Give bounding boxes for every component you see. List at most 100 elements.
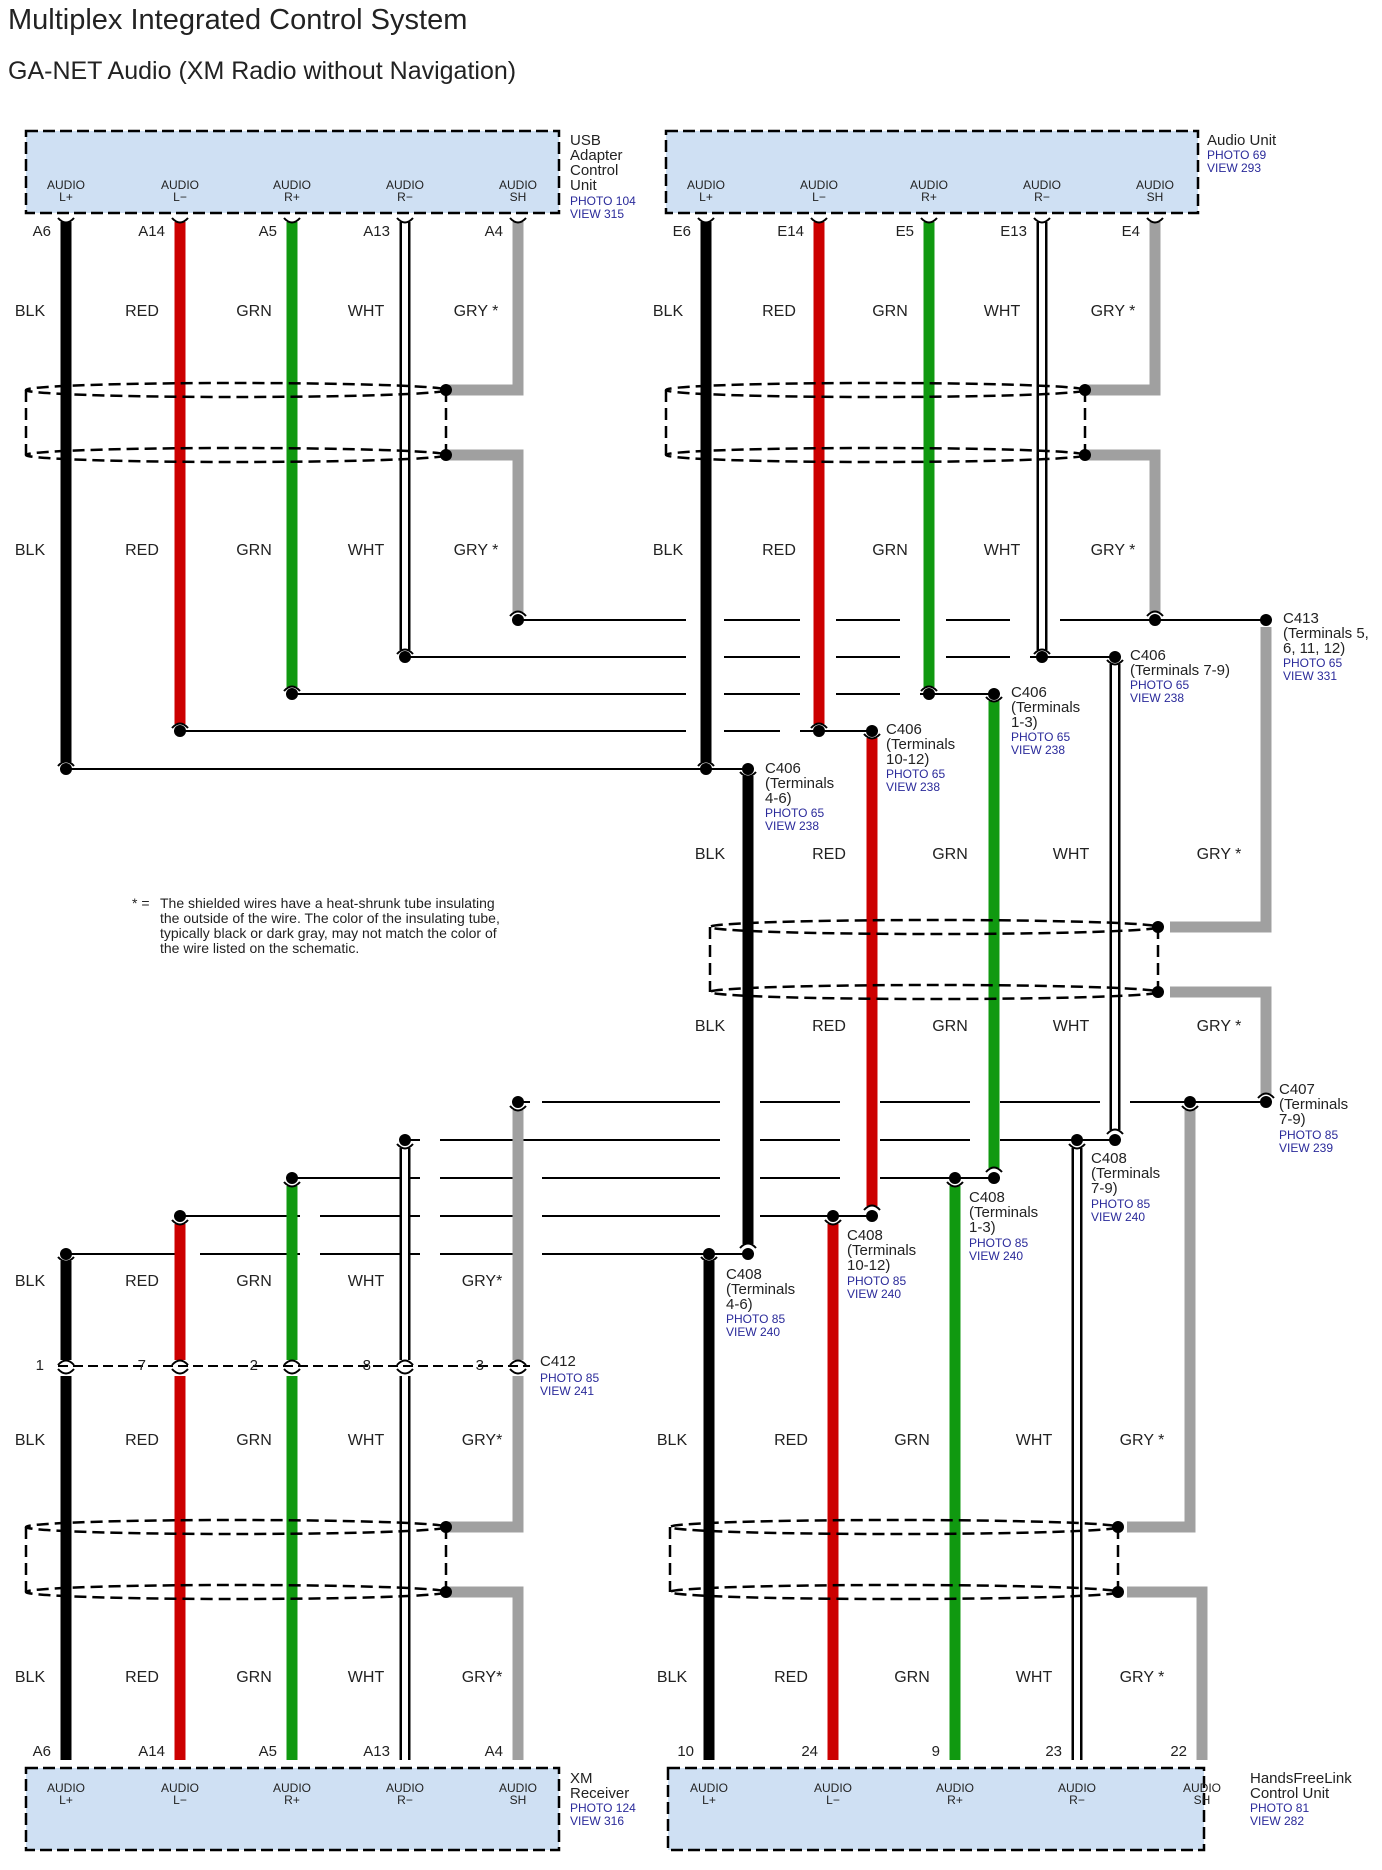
hfl-lower-color-1: RED <box>774 1669 808 1686</box>
xm-pin-0-audio: AUDIO <box>47 1781 85 1795</box>
c406a-terminals: (Terminals 7-9) <box>1130 662 1230 679</box>
xm-upper-color-4: GRY* <box>462 1273 503 1290</box>
usb-unit-line4: Unit <box>570 177 598 194</box>
hfl-gry-splice <box>1184 1096 1196 1108</box>
c412-photo: PHOTO 85 <box>540 1371 599 1385</box>
xm-blk-cap <box>57 1256 75 1263</box>
usb-lower-color-3: WHT <box>348 542 385 559</box>
audio-terminal-3: E13 <box>1000 223 1027 240</box>
c413-view: VIEW 331 <box>1283 669 1337 683</box>
c408c-name: C408 <box>847 1227 883 1244</box>
note-line-4: the wire listed on the schematic. <box>160 940 359 956</box>
c408a-terminals-2: 7-9) <box>1091 1180 1118 1197</box>
audio-pin-1-audio: AUDIO <box>800 178 838 192</box>
c412-terminal-0: 1 <box>36 1357 44 1374</box>
audio-upper-color-3: WHT <box>984 303 1021 320</box>
usb-unit-view: VIEW 315 <box>570 207 624 221</box>
xm-upper-color-3: WHT <box>348 1273 385 1290</box>
c408b-terminals-2: 1-3) <box>969 1219 996 1236</box>
usb-lower-color-4: GRY * <box>454 542 499 559</box>
xm-gry-splice <box>512 1096 524 1108</box>
audio-upper-color-1: RED <box>762 303 796 320</box>
usb-pin-1-audio: AUDIO <box>161 178 199 192</box>
c412-cap-bottom-0 <box>57 1368 75 1375</box>
c412-terminal-2: 2 <box>250 1357 258 1374</box>
hfl-shield-bottom <box>668 1583 1120 1601</box>
c406d-terminals-2: 4-6) <box>765 790 792 807</box>
c406b-terminals-1: (Terminals <box>1011 699 1080 716</box>
connector-c408-4-6-label: C408 (Terminals 4-6) PHOTO 85 VIEW 240 <box>726 1266 795 1339</box>
hfl-wht-splice <box>1071 1134 1083 1146</box>
xm-mid-color-4: GRY* <box>462 1432 503 1449</box>
pin-labels: AUDIOL+AUDIOL−AUDIOR+AUDIOR−AUDIOSHAUDIO… <box>47 178 1221 1807</box>
c406a-photo: PHOTO 65 <box>1130 678 1189 692</box>
usb-pin-2-name: R+ <box>284 190 300 204</box>
hfl-pin-4-name: SH <box>1194 1793 1211 1807</box>
c406b-name: C406 <box>1011 684 1047 701</box>
xm-shield-bottom <box>24 1583 448 1601</box>
c408d-view: VIEW 240 <box>726 1325 780 1339</box>
mid-shield-top <box>708 918 1160 936</box>
c407-name: C407 <box>1279 1081 1315 1098</box>
xm-receiver-line1: XM <box>570 1770 593 1787</box>
hfl-blk-splice <box>703 1248 715 1260</box>
connector-c413-label: C413 (Terminals 5, 6, 11, 12) PHOTO 65 V… <box>1283 610 1369 683</box>
hfl-pin-2-audio: AUDIO <box>936 1781 974 1795</box>
audio-grn-splice <box>923 688 935 700</box>
xm-blk-splice <box>60 1248 72 1260</box>
audio-unit-view: VIEW 293 <box>1207 161 1261 175</box>
xm-pin-2-name: R+ <box>284 1793 300 1807</box>
usb-wht-splice <box>399 651 411 663</box>
audio-unit: Audio Unit PHOTO 69 VIEW 293 <box>664 129 1277 215</box>
usb-upper-color-3: WHT <box>348 303 385 320</box>
c408b-dot <box>988 1172 1000 1184</box>
xm-terminal-4: A4 <box>485 1743 503 1760</box>
xm-pin-3-audio: AUDIO <box>386 1781 424 1795</box>
audio-red-end <box>810 722 828 729</box>
audio-pin-0-name: L+ <box>699 190 713 204</box>
hfl-pin-3-audio: AUDIO <box>1058 1781 1096 1795</box>
xm-terminal-1: A14 <box>138 1743 165 1760</box>
usb-pin-0-name: L+ <box>59 190 73 204</box>
hfl-wht-cap <box>1068 1143 1086 1150</box>
c412-terminal-4: 3 <box>476 1357 484 1374</box>
mid-upper-color-3: WHT <box>1053 846 1090 863</box>
usb-upper-color-0: BLK <box>15 303 46 320</box>
c412-cap-top-1 <box>171 1359 189 1366</box>
c412-cap-top-2 <box>283 1359 301 1366</box>
usb-blk-end <box>57 760 75 767</box>
c413-terminals-1: (Terminals 5, <box>1283 625 1369 642</box>
c408a-photo: PHOTO 85 <box>1091 1197 1150 1211</box>
connector-c407-label: C407 (Terminals 7-9) PHOTO 85 VIEW 239 <box>1279 1081 1348 1155</box>
hfl-pin-2-name: R+ <box>947 1793 963 1807</box>
xm-mid-color-2: GRN <box>236 1432 272 1449</box>
c407-terminals-1: (Terminals <box>1279 1096 1348 1113</box>
xm-lower-color-0: BLK <box>15 1669 46 1686</box>
hfl-terminal-4: 22 <box>1170 1743 1187 1760</box>
connector-c406-4-6-label: C406 (Terminals 4-6) PHOTO 65 VIEW 238 <box>765 760 834 833</box>
xm-gry-wire-bottom <box>446 1586 524 1760</box>
c412-terminal-1: 7 <box>138 1357 146 1374</box>
xm-lower-color-4: GRY* <box>462 1669 503 1686</box>
connector-c406-1-3-label: C406 (Terminals 1-3) PHOTO 65 VIEW 238 <box>1011 684 1080 757</box>
xm-terminal-3: A13 <box>363 1743 390 1760</box>
audio-wht-splice <box>1036 651 1048 663</box>
hfl-pin-0-audio: AUDIO <box>690 1781 728 1795</box>
connector-c406-10-12-label: C406 (Terminals 10-12) PHOTO 65 VIEW 238 <box>886 721 955 794</box>
audio-grn-end <box>920 685 938 692</box>
audio-pin-1-name: L− <box>812 190 826 204</box>
c408d-dot <box>742 1248 754 1260</box>
c408d-photo: PHOTO 85 <box>726 1312 785 1326</box>
audio-unit-label: Audio Unit <box>1207 132 1277 149</box>
shielded-wire-note: * = The shielded wires have a heat-shrun… <box>132 895 500 956</box>
usb-pin-4-audio: AUDIO <box>499 178 537 192</box>
xm-shield-top <box>24 1518 448 1536</box>
usb-gry-wire-top <box>446 222 524 396</box>
mid-wht-end <box>1106 1128 1124 1135</box>
usb-shield-top <box>24 381 448 399</box>
audio-gry-wire-top <box>1085 222 1161 396</box>
usb-red-splice <box>174 725 186 737</box>
usb-gry-end <box>509 610 527 617</box>
usb-unit-line3: Control <box>570 162 618 179</box>
usb-red-end <box>171 722 189 729</box>
